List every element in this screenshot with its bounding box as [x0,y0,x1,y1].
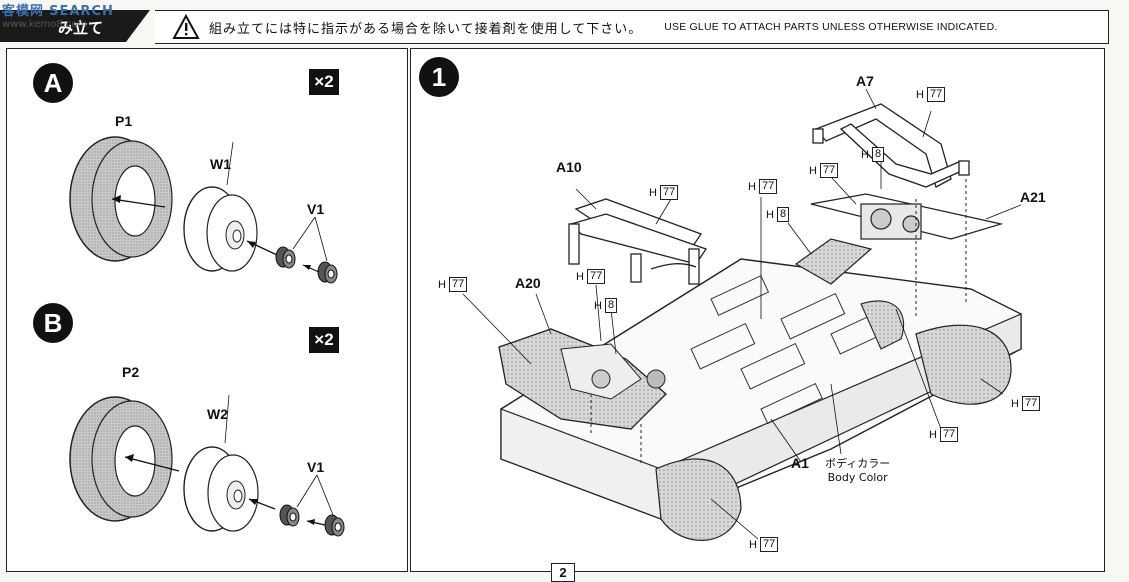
notice-english: USE GLUE TO ATTACH PARTS UNLESS OTHERWIS… [664,21,998,33]
step-1-badge: 1 [419,57,459,97]
warning-icon [172,13,200,39]
tire-p1-label: P1 [115,113,133,129]
part-a10-label: A10 [556,159,582,175]
notice-japanese: 組み立てには特に指示がある場合を除いて接着剤を使用して下さい。 [209,21,643,37]
cap-v1-label-a: V1 [307,201,325,217]
header-bar: み立て 組み立てには特に指示がある場合を除いて接着剤を使用して下さい。 USE … [0,10,1109,44]
body-color-note: ボディカラー Body Color [825,457,890,485]
body-color-jp: ボディカラー [825,457,891,470]
caps-v1-a [275,246,338,284]
chassis-assembly-panel: 1 [410,48,1105,572]
tire-p2 [69,396,173,522]
glue-notice: 組み立てには特に指示がある場合を除いて接着剤を使用して下さい。 USE GLUE… [155,10,1109,44]
part-a21-label: A21 [1020,189,1046,205]
step-a-quantity: ×2 [309,69,339,95]
rear-frame-a7 [812,103,970,188]
rear-wheel-well [915,324,1012,405]
body-color-en: Body Color [827,471,888,484]
rear-subframe-a21 [794,193,1004,285]
watermark: 客模网 SEARCH www.kemo8.com [2,2,114,30]
front-plate-a20 [498,328,667,430]
section-title: み立て [58,19,104,37]
watermark-url: www.kemo8.com [2,19,88,30]
wheel-w2-label: W2 [207,406,228,422]
section-tab [0,10,150,42]
wheel-diagram [69,136,345,537]
tire-p2-label: P2 [122,364,140,380]
watermark-logo: 客模网 [2,4,45,19]
step-a-badge: A [33,63,73,103]
page-number: 2 [551,563,575,582]
part-a7-label: A7 [856,73,874,89]
watermark-search: SEARCH [49,4,114,19]
part-a1-label: A1 [791,455,809,471]
part-a20-label: A20 [515,275,541,291]
front-frame-a10 [568,198,708,285]
caps-v1-b [279,504,345,537]
wheel-w1 [183,186,258,272]
step-b-quantity: ×2 [309,327,339,353]
chassis-diagram [462,88,1022,541]
wheel-assembly-panel: A ×2 B ×2 P1 W1 V1 P2 W2 V1 [6,48,408,572]
step-b-badge: B [33,303,73,343]
tire-p1 [69,136,173,262]
front-wheel-well [655,458,742,541]
cap-v1-label-b: V1 [307,459,325,475]
wheel-w1-label: W1 [210,156,231,172]
wheel-w2 [183,446,259,532]
